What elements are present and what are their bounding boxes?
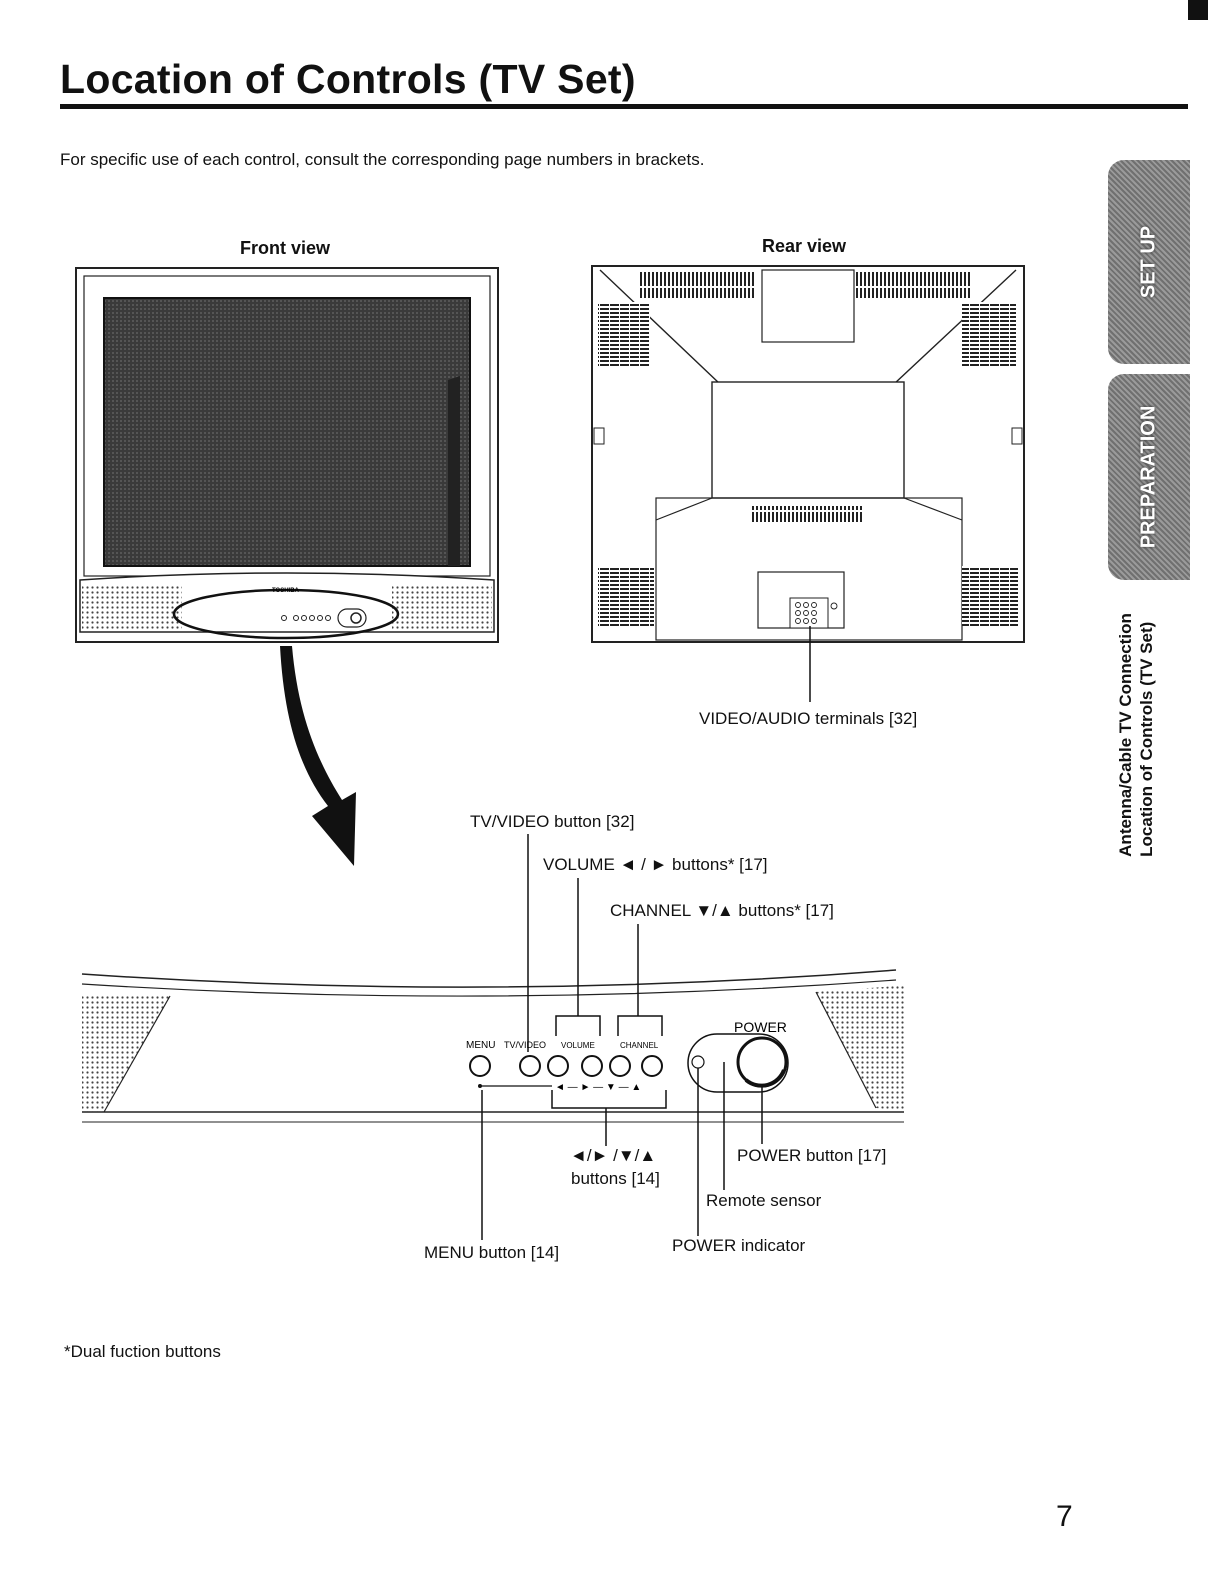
- intro-text: For specific use of each control, consul…: [60, 150, 705, 169]
- front-panel-highlight: [172, 588, 400, 640]
- rear-view-label: Rear view: [762, 236, 847, 256]
- footnote: *Dual fuction buttons: [64, 1342, 221, 1361]
- callout-video-audio-terminals: VIDEO/AUDIO terminals [32]: [699, 709, 918, 728]
- panel-label-volume: VOLUME: [561, 1041, 595, 1050]
- callout-tv-video: TV/VIDEO button [32]: [470, 812, 635, 831]
- front-view-tv: TOSHIBA: [75, 267, 499, 643]
- control-panel-detail: [81, 834, 904, 1240]
- callout-power-button: POWER button [17]: [737, 1146, 887, 1165]
- callout-arrows-line-1: ◄/► /▼/▲: [570, 1146, 657, 1165]
- panel-label-tv-video: TV/VIDEO: [504, 1040, 546, 1050]
- panel-channel-up-button: [641, 1055, 663, 1077]
- page-number: 7: [1056, 1500, 1073, 1533]
- zoom-arrow: [280, 646, 356, 866]
- panel-tv-video-button: [519, 1055, 541, 1077]
- callout-power-indicator: POWER indicator: [672, 1236, 806, 1255]
- tv-screen: [103, 297, 471, 567]
- page-title: Location of Controls (TV Set): [60, 56, 636, 102]
- front-view-label: Front view: [240, 238, 331, 258]
- callout-volume: VOLUME ◄ / ► buttons* [17]: [543, 855, 768, 874]
- tab-preparation[interactable]: PREPARATION: [1108, 374, 1190, 580]
- panel-label-menu: MENU: [466, 1040, 495, 1051]
- callout-channel: CHANNEL ▼/▲ buttons* [17]: [610, 901, 834, 920]
- rear-view-tv: [591, 265, 1025, 702]
- panel-arrow-labels: ◄ — ► — ▼ — ▲: [555, 1082, 641, 1093]
- panel-menu-button: [469, 1055, 491, 1077]
- panel-label-power: POWER: [734, 1019, 787, 1035]
- front-brand-logo: TOSHIBA: [272, 588, 300, 594]
- callout-remote-sensor: Remote sensor: [706, 1191, 822, 1210]
- callout-arrows-line-2: buttons [14]: [571, 1169, 660, 1188]
- panel-channel-down-button: [609, 1055, 631, 1077]
- corner-mark: [1188, 0, 1208, 20]
- panel-volume-right-button: [581, 1055, 603, 1077]
- tab-set-up[interactable]: SET UP: [1108, 160, 1190, 364]
- panel-volume-left-button: [547, 1055, 569, 1077]
- power-indicator-light: [691, 1055, 705, 1069]
- title-rule: [60, 104, 1188, 109]
- callout-menu: MENU button [14]: [424, 1243, 560, 1262]
- panel-label-channel: CHANNEL: [620, 1041, 659, 1050]
